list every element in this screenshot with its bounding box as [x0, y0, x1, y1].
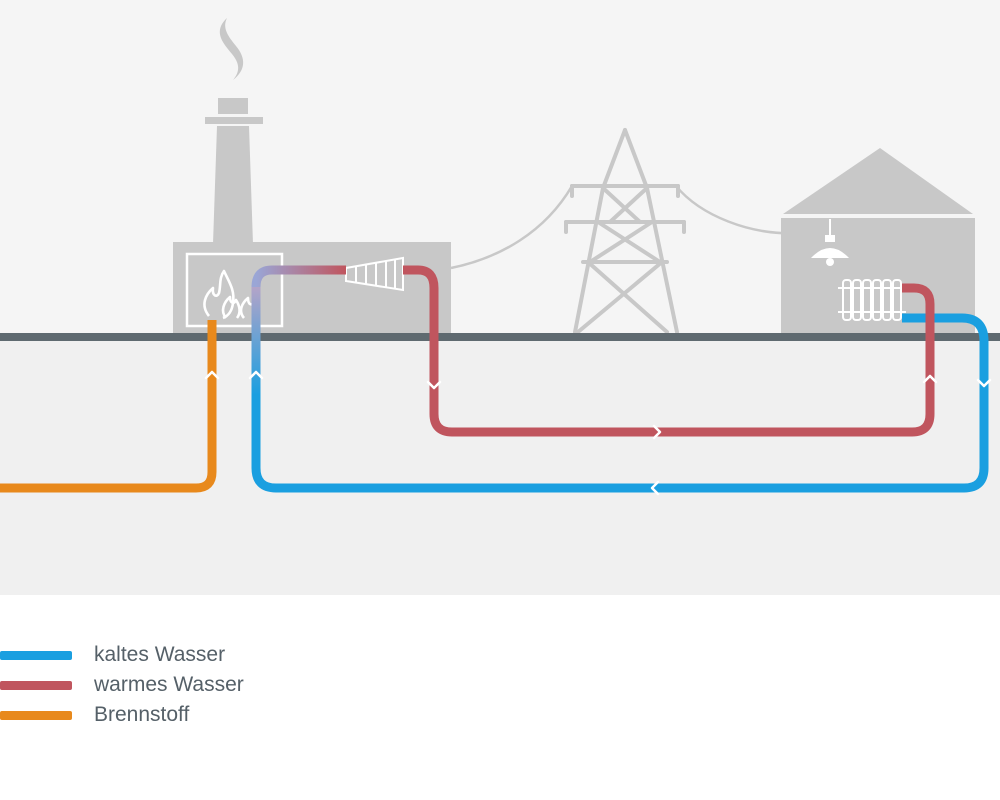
power-pylon-icon — [564, 128, 686, 334]
lamp-icon — [811, 219, 849, 266]
cold-water-pipe — [251, 341, 989, 493]
underground-area — [0, 338, 1000, 595]
legend-swatch-cold-water — [0, 650, 72, 660]
radiator-icon — [838, 279, 906, 321]
legend: kaltes Wasser warmes Wasser Brennstoff — [0, 640, 420, 730]
legend-item-fuel: Brennstoff — [0, 700, 420, 730]
legend-label-cold-water: kaltes Wasser — [94, 643, 226, 666]
fuel-pipe — [0, 320, 217, 493]
legend-label-fuel: Brennstoff — [94, 703, 190, 726]
legend-item-cold-water: kaltes Wasser — [0, 640, 420, 670]
boiler-window — [185, 252, 284, 328]
cold-water-house-pipe — [902, 313, 989, 342]
flow-direction-markers — [204, 370, 992, 496]
smoke-icon — [219, 18, 244, 80]
legend-item-warm-water: warmes Wasser — [0, 670, 420, 700]
warm-water-pipe — [403, 265, 935, 437]
legend-swatch-fuel — [0, 710, 72, 720]
legend-swatch-warm-water — [0, 680, 72, 690]
legend-label-warm-water: warmes Wasser — [94, 673, 244, 696]
boiler-riser-pipe — [251, 285, 261, 395]
boiler-to-turbine-pipe — [251, 265, 346, 288]
ground-line — [0, 333, 1000, 341]
chimney — [205, 98, 263, 244]
turbine-icon — [345, 256, 404, 292]
